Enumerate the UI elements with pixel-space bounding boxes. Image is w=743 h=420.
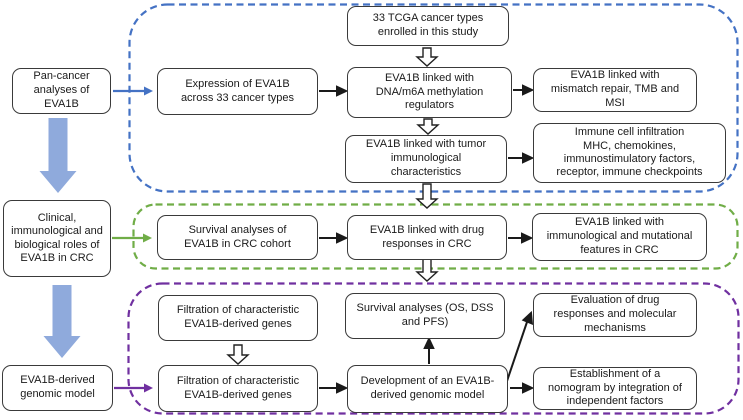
methylation-to-tumorimmuno-arrow bbox=[416, 118, 440, 135]
methylation-to-mismatch-arrow bbox=[513, 84, 535, 96]
drug-to-immunomutational-arrow bbox=[508, 232, 534, 244]
box-label: Expression of EVA1B across 33 cancer typ… bbox=[180, 77, 295, 104]
box-survival-endpoints: Survival analyses (OS, DSS and PFS) bbox=[345, 293, 505, 339]
box-immuno-mutational: EVA1B linked with immunological and muta… bbox=[532, 213, 707, 261]
box-label: 33 TCGA cancer types enrolled in this st… bbox=[372, 12, 484, 38]
box-drug-evaluation: Evaluation of drug responses and molecul… bbox=[533, 293, 697, 337]
box-label: Survival analyses of EVA1B in CRC cohort bbox=[184, 223, 291, 250]
pan-cancer-entry-arrow bbox=[113, 86, 153, 96]
box-label: Filtration of characteristic EVA1B-deriv… bbox=[176, 304, 300, 330]
box-label: EVA1B linked with DNA/m6A methylation re… bbox=[375, 71, 484, 112]
box-drug-responses: EVA1B linked with drug responses in CRC bbox=[347, 215, 507, 260]
development-to-evaluation-arrow bbox=[506, 310, 534, 382]
tumorimmuno-to-infiltration-arrow bbox=[508, 152, 535, 164]
box-label: EVA1B linked with mismatch repair, TMB a… bbox=[550, 69, 680, 109]
box-development: Development of an EVA1B-derived genomic … bbox=[347, 365, 508, 413]
model-entry-arrow bbox=[114, 383, 153, 393]
crc-region-outline bbox=[132, 203, 739, 270]
box-tcga-types: 33 TCGA cancer types enrolled in this st… bbox=[347, 6, 509, 46]
box-nomogram: Establishment of a nomogram by integrati… bbox=[533, 367, 697, 410]
development-to-survivalendpoints-arrow bbox=[423, 336, 435, 364]
box-filtration-upper: Filtration of characteristic EVA1B-deriv… bbox=[158, 295, 318, 341]
box-label: Development of an EVA1B-derived genomic … bbox=[360, 375, 495, 401]
model-region-outline bbox=[127, 282, 740, 415]
box-label: EVA1B linked with immunological and muta… bbox=[546, 216, 693, 256]
crc-to-model-region-arrow bbox=[415, 257, 439, 282]
stage-box-crc-roles: Clinical, immunological and biological r… bbox=[3, 200, 111, 277]
box-methylation: EVA1B linked with DNA/m6A methylation re… bbox=[347, 67, 512, 118]
box-label: Filtration of characteristic EVA1B-deriv… bbox=[176, 374, 300, 401]
box-label: Establishment of a nomogram by integrati… bbox=[548, 367, 682, 408]
pancancer-to-crc-region-arrow bbox=[415, 183, 439, 209]
pan-cancer-region-outline bbox=[128, 3, 739, 193]
box-label: EVA1B linked with tumor immunological ch… bbox=[365, 138, 487, 178]
box-label: Evaluation of drug responses and molecul… bbox=[553, 294, 677, 334]
box-expression: Expression of EVA1B across 33 cancer typ… bbox=[157, 68, 318, 115]
filtration-upper-to-lower-arrow bbox=[226, 344, 250, 365]
stage-box-genomic-model: EVA1B-derived genomic model bbox=[2, 365, 113, 411]
stage1-to-stage2-arrow bbox=[39, 118, 77, 193]
box-mismatch-repair: EVA1B linked with mismatch repair, TMB a… bbox=[533, 68, 697, 112]
stage-label: Pan-cancer analyses of EVA1B bbox=[33, 70, 90, 110]
box-crc-survival: Survival analyses of EVA1B in CRC cohort bbox=[157, 215, 318, 260]
stage-label: EVA1B-derived genomic model bbox=[20, 374, 95, 400]
box-immune-infiltration: Immune cell infiltration MHC, chemokines… bbox=[533, 123, 726, 183]
development-to-nomogram-arrow bbox=[510, 382, 535, 394]
crc-entry-arrow bbox=[112, 233, 152, 243]
box-tumor-immunology: EVA1B linked with tumor immunological ch… bbox=[345, 135, 507, 183]
box-label: Immune cell infiltration MHC, chemokines… bbox=[556, 126, 703, 179]
filtration-to-development-arrow bbox=[319, 382, 349, 394]
box-filtration-lower: Filtration of characteristic EVA1B-deriv… bbox=[158, 365, 318, 412]
stage-label: Clinical, immunological and biological r… bbox=[11, 211, 103, 264]
expression-to-methylation-arrow bbox=[319, 85, 349, 97]
box-label: Survival analyses (OS, DSS and PFS) bbox=[356, 302, 494, 328]
box-label: EVA1B linked with drug responses in CRC bbox=[369, 223, 485, 250]
stage-box-pan-cancer: Pan-cancer analyses of EVA1B bbox=[12, 68, 111, 114]
stage2-to-stage3-arrow bbox=[43, 285, 81, 358]
tcga-to-methylation-arrow bbox=[415, 47, 439, 67]
survival-to-drug-arrow bbox=[319, 232, 349, 244]
